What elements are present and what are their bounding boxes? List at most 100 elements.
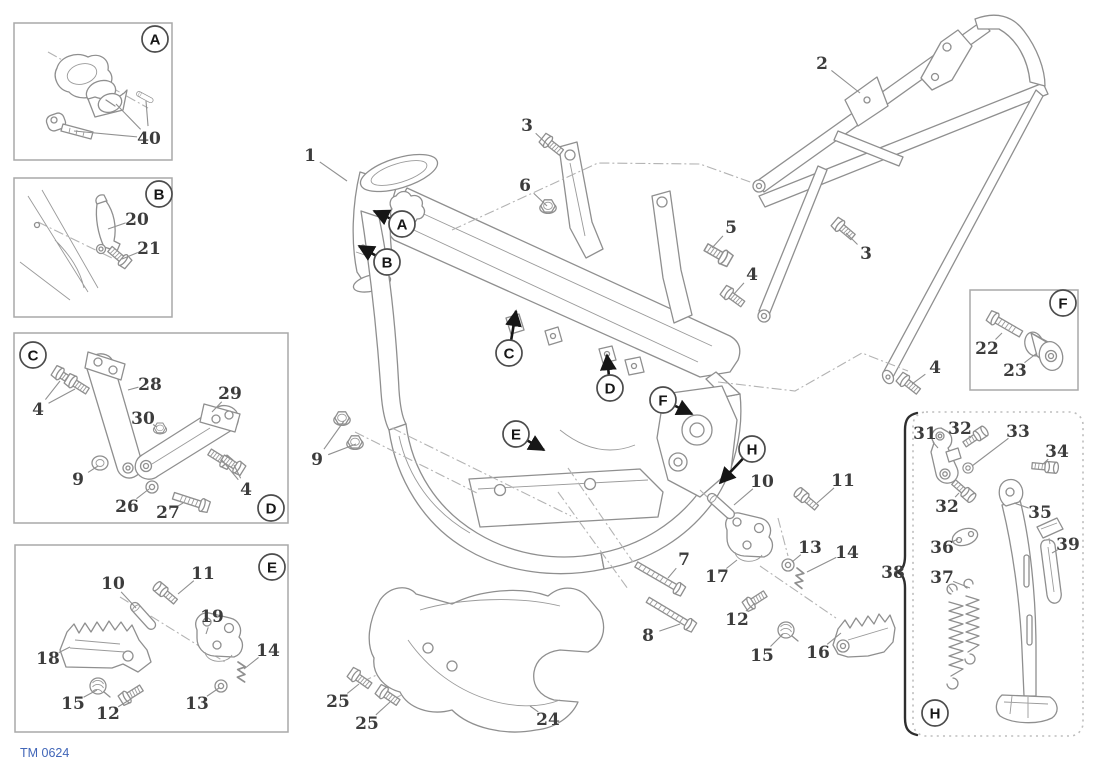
part-label-37: 37 xyxy=(930,568,954,588)
leader-line-13 xyxy=(206,687,220,697)
springs-37-art xyxy=(946,578,980,690)
bracket-17 xyxy=(725,512,774,558)
leader-line-14 xyxy=(243,657,259,670)
leader-line-1 xyxy=(319,161,348,182)
part-label-14: 14 xyxy=(835,543,859,563)
callout-E-circle xyxy=(502,420,530,448)
leader-line-20 xyxy=(107,222,126,230)
part-label-15: 15 xyxy=(750,646,774,666)
leader-line-40 xyxy=(145,100,149,127)
leader-line-33 xyxy=(971,437,1009,467)
part-label-16: 16 xyxy=(806,643,830,663)
part-label-13: 13 xyxy=(185,694,209,714)
part-label-9: 9 xyxy=(311,450,323,470)
bolt-11e-icon xyxy=(151,579,180,607)
leader-line-4 xyxy=(233,464,242,479)
callout-B: B xyxy=(382,255,393,272)
leader-line-34 xyxy=(1042,458,1049,465)
part-label-11: 11 xyxy=(831,471,855,491)
leader-line-39 xyxy=(1051,549,1058,554)
leader-line-4 xyxy=(220,458,239,481)
part-label-11: 11 xyxy=(191,564,215,584)
part-label-12: 12 xyxy=(725,610,749,630)
part-label-35: 35 xyxy=(1028,503,1052,523)
footpeg-18 xyxy=(59,620,152,673)
part-label-7: 7 xyxy=(678,550,690,570)
callout-B-circle xyxy=(373,248,401,276)
box-cd-art xyxy=(84,351,241,480)
box-letter-H-circle xyxy=(921,699,949,727)
stand-bracket-art xyxy=(930,427,979,547)
frame-cross-member xyxy=(468,468,664,528)
leader-line-24 xyxy=(529,705,539,713)
leader-line-37 xyxy=(948,586,954,593)
side-stand-leg xyxy=(1001,499,1037,697)
leader-line-12 xyxy=(117,698,132,708)
part-label-19: 19 xyxy=(200,607,224,627)
subframe-art xyxy=(752,14,1049,385)
part-label-34: 34 xyxy=(1045,442,1069,462)
clip-14e-icon xyxy=(233,661,249,683)
part-label-15: 15 xyxy=(61,694,85,714)
leader-line-4 xyxy=(44,380,61,400)
leader-line-9 xyxy=(323,420,345,450)
nut-30-icon xyxy=(152,422,168,435)
callout-A: A xyxy=(397,217,408,234)
part-label-25: 25 xyxy=(326,692,350,712)
clip-14-icon xyxy=(791,567,808,590)
washer-26-icon xyxy=(145,480,159,494)
leader-line-14 xyxy=(806,556,837,573)
part-label-3: 3 xyxy=(860,244,872,264)
bolt-11-icon xyxy=(792,485,821,513)
bolt-12-icon xyxy=(740,587,770,613)
part-label-17: 17 xyxy=(705,567,729,587)
part-label-38: 38 xyxy=(881,563,905,583)
part-label-9: 9 xyxy=(72,470,84,490)
box-letter-F-circle xyxy=(1049,289,1077,317)
pin-40-icon xyxy=(135,90,155,104)
callout-H-circle xyxy=(738,435,766,463)
box-letter-C: C xyxy=(28,348,39,365)
leader-line-15 xyxy=(83,689,98,698)
washer-13-icon xyxy=(781,558,795,572)
part-label-36: 36 xyxy=(930,538,954,558)
leader-line-36 xyxy=(952,538,959,543)
detail-box-CD xyxy=(13,332,289,524)
part-label-4: 4 xyxy=(32,400,44,420)
leader-line-8 xyxy=(659,623,681,632)
bolt-3b-icon xyxy=(829,215,858,243)
lock-set-art xyxy=(45,53,128,140)
part-label-39: 39 xyxy=(1056,535,1080,555)
leader-line-9 xyxy=(328,443,357,456)
part-label-26: 26 xyxy=(115,497,139,517)
leader-line-32 xyxy=(968,435,972,439)
part-label-24: 24 xyxy=(536,710,560,730)
box-letter-E-circle xyxy=(258,553,286,581)
leader-line-11 xyxy=(177,580,195,595)
part-label-10: 10 xyxy=(750,472,774,492)
box-letter-D-circle xyxy=(257,494,285,522)
group-38-brace xyxy=(893,411,919,737)
box-letter-B: B xyxy=(154,187,165,204)
detail-box-F xyxy=(969,289,1079,391)
callout-E: E xyxy=(511,427,521,444)
leader-line-3 xyxy=(845,232,858,245)
frame-shock-tower xyxy=(558,141,604,259)
leader-line-25 xyxy=(375,701,391,716)
part-label-23: 23 xyxy=(1003,361,1027,381)
part-label-27: 27 xyxy=(156,503,180,523)
leader-line-35 xyxy=(1013,502,1029,509)
leader-line-25 xyxy=(346,683,360,694)
leader-line-10 xyxy=(733,488,754,506)
detail-box-B xyxy=(13,177,173,318)
detail-box-A xyxy=(13,22,173,161)
leader-line-10 xyxy=(120,591,137,609)
leader-line-17 xyxy=(726,559,738,569)
part-label-14: 14 xyxy=(256,641,280,661)
callout-H: H xyxy=(747,442,758,459)
callout-F-circle xyxy=(649,386,677,414)
bracket-17-art xyxy=(725,512,774,562)
frame-down-tube xyxy=(360,210,407,431)
